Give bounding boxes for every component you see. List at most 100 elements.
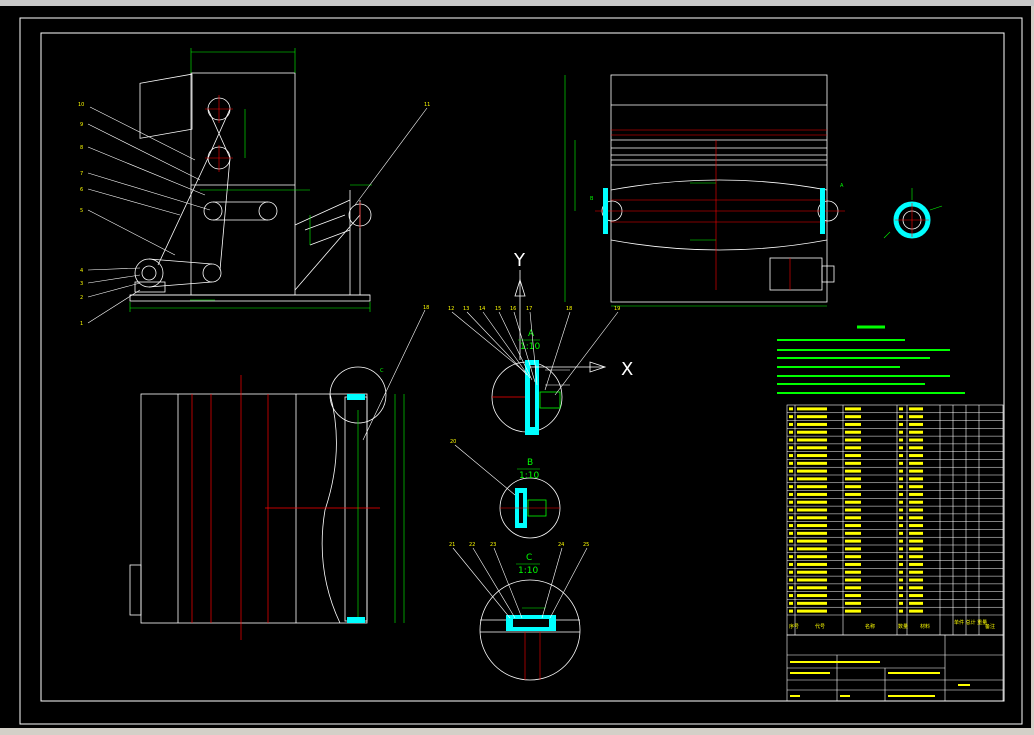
window-top-strip (0, 0, 1034, 6)
balloon-16: 16 (510, 306, 516, 312)
table-cell-mark (789, 601, 793, 605)
balloon-19: 19 (614, 306, 620, 312)
table-cell-mark (909, 469, 923, 473)
balloon-9: 9 (80, 122, 83, 128)
detail-c-scale: 1:10 (518, 566, 538, 576)
table-cell-mark (909, 516, 923, 520)
table-cell-mark (797, 446, 827, 450)
table-cell-mark (789, 477, 793, 481)
title-block-marks (790, 661, 970, 697)
detail-a: Y X A 1:10 (491, 250, 633, 435)
detail-c-balloons: 21 22 23 24 25 (449, 542, 589, 548)
side-view-dims (129, 48, 372, 312)
title-block (786, 634, 1004, 702)
table-cell-mark (899, 594, 903, 598)
balloon-22: 22 (469, 542, 475, 548)
table-cell-mark (789, 547, 793, 551)
table-cell-mark (899, 570, 903, 574)
table-cell-mark (789, 438, 793, 442)
table-cell-mark (899, 446, 903, 450)
table-cell-mark (899, 609, 903, 613)
plan-view (129, 366, 387, 624)
table-cell-mark (899, 477, 903, 481)
table-cell-mark (899, 407, 903, 411)
side-view-balloon-labels: 10 9 8 7 6 5 4 3 2 1 11 (78, 102, 430, 327)
table-rows (787, 407, 1003, 613)
table-cell-mark (909, 524, 923, 528)
table-cell-mark (899, 469, 903, 473)
plan-view-red (191, 375, 380, 640)
table-header-code: 代号 (815, 623, 825, 630)
table-cell-mark (797, 461, 827, 465)
table-header-index: 序号 (789, 623, 799, 630)
table-cell-mark (845, 609, 861, 613)
table-cell-mark (845, 446, 861, 450)
axis-label-x: X (621, 359, 633, 380)
table-cell-mark (797, 524, 827, 528)
detail-a-leaders (451, 311, 619, 396)
balloon-18-plan: 18 (423, 305, 429, 311)
table-cell-mark (797, 422, 827, 426)
detail-a-letter: A (528, 329, 535, 339)
table-cell-mark (789, 555, 793, 559)
table-cell-mark (797, 508, 827, 512)
table-cell-mark (789, 539, 793, 543)
table-cell-mark (845, 601, 861, 605)
balloon-6: 6 (80, 187, 83, 193)
table-cell-mark (845, 586, 861, 590)
balloon-8: 8 (80, 145, 83, 151)
table-cell-mark (899, 492, 903, 496)
table-cell-mark (797, 601, 827, 605)
table-cell-mark (789, 492, 793, 496)
detail-marker-c: C (380, 368, 384, 374)
table-cell-mark (909, 430, 923, 434)
table-cell-mark (797, 570, 827, 574)
table-cell-mark (797, 586, 827, 590)
table-cell-mark (845, 461, 861, 465)
front-view-markers: B A (590, 183, 844, 202)
table-cell-mark (909, 555, 923, 559)
balloon-14: 14 (479, 306, 485, 312)
table-cell-mark (909, 438, 923, 442)
table-cell-mark (797, 477, 827, 481)
table-cell-mark (797, 500, 827, 504)
balloon-25: 25 (583, 542, 589, 548)
table-cell-mark (797, 469, 827, 473)
table-cell-mark (845, 524, 861, 528)
parts-table (786, 404, 1004, 636)
table-cell-mark (899, 578, 903, 582)
table-cell-mark (909, 609, 923, 613)
table-cell-mark (899, 586, 903, 590)
table-header-remark: 备注 (985, 623, 995, 630)
table-cell-mark (845, 531, 861, 535)
table-cell-mark (899, 438, 903, 442)
table-cell-mark (845, 555, 861, 559)
table-cell-mark (845, 454, 861, 458)
table-cell-mark (899, 430, 903, 434)
balloon-12: 12 (448, 306, 454, 312)
balloon-23: 23 (490, 542, 496, 548)
table-cell-mark (789, 485, 793, 489)
table-cell-mark (797, 531, 827, 535)
table-cell-mark (797, 492, 827, 496)
table-cell-mark (789, 407, 793, 411)
table-cell-mark (909, 539, 923, 543)
table-cell-mark (789, 586, 793, 590)
balloon-15: 15 (495, 306, 501, 312)
axis-label-y: Y (513, 250, 526, 271)
table-cell-mark (909, 485, 923, 489)
side-view-red-centers (205, 95, 361, 228)
table-cell-mark (909, 500, 923, 504)
front-view-red (595, 129, 845, 290)
table-cell-mark (899, 524, 903, 528)
table-cell-mark (845, 485, 861, 489)
table-cell-mark (909, 415, 923, 419)
end-marker-a: A (840, 183, 844, 189)
table-cell-mark (909, 601, 923, 605)
table-cell-mark (845, 539, 861, 543)
balloon-24: 24 (558, 542, 564, 548)
balloon-4: 4 (80, 268, 83, 274)
table-cell-mark (789, 461, 793, 465)
plan-view-dims (357, 394, 405, 623)
